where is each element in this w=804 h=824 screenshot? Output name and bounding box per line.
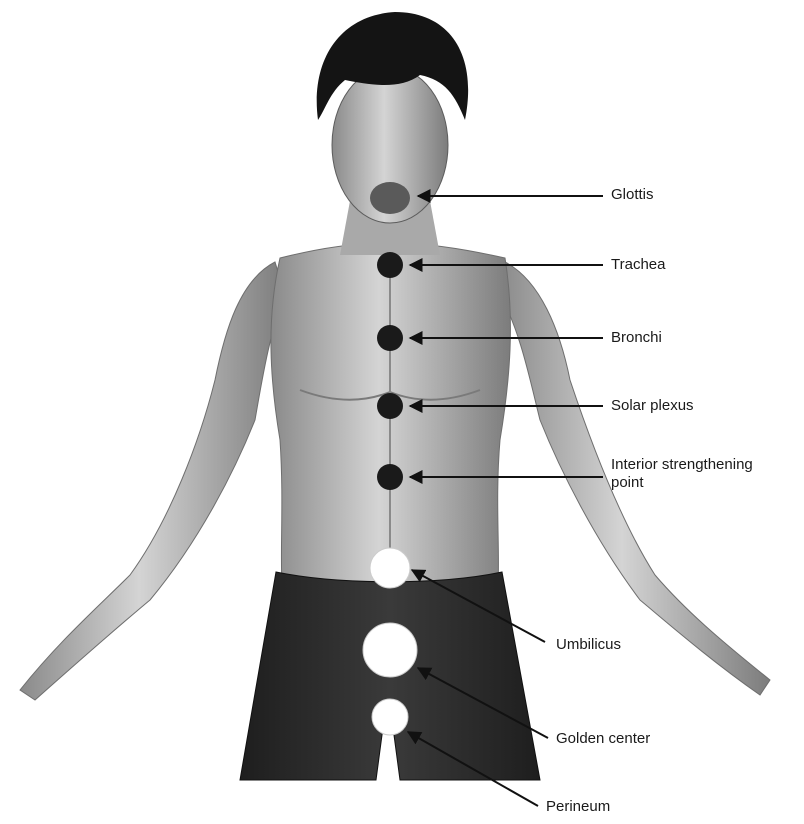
label-solar-plexus: Solar plexus	[611, 397, 694, 414]
label-trachea: Trachea	[611, 256, 665, 273]
point-umbilicus	[370, 548, 410, 588]
label-interior-strengthening-1: Interior strengthening	[611, 456, 753, 473]
point-bronchi	[377, 325, 403, 351]
point-trachea	[377, 252, 403, 278]
label-perineum: Perineum	[546, 798, 610, 815]
left-arm	[20, 262, 285, 700]
chin-shadow	[370, 182, 410, 214]
point-interior-strengthening	[377, 464, 403, 490]
label-bronchi: Bronchi	[611, 329, 662, 346]
label-umbilicus: Umbilicus	[556, 636, 621, 653]
label-glottis: Glottis	[611, 186, 654, 203]
point-perineum	[372, 699, 408, 735]
point-golden-center	[363, 623, 417, 677]
label-interior-strengthening-2: point	[611, 474, 644, 491]
point-solar-plexus	[377, 393, 403, 419]
label-golden-center: Golden center	[556, 730, 650, 747]
